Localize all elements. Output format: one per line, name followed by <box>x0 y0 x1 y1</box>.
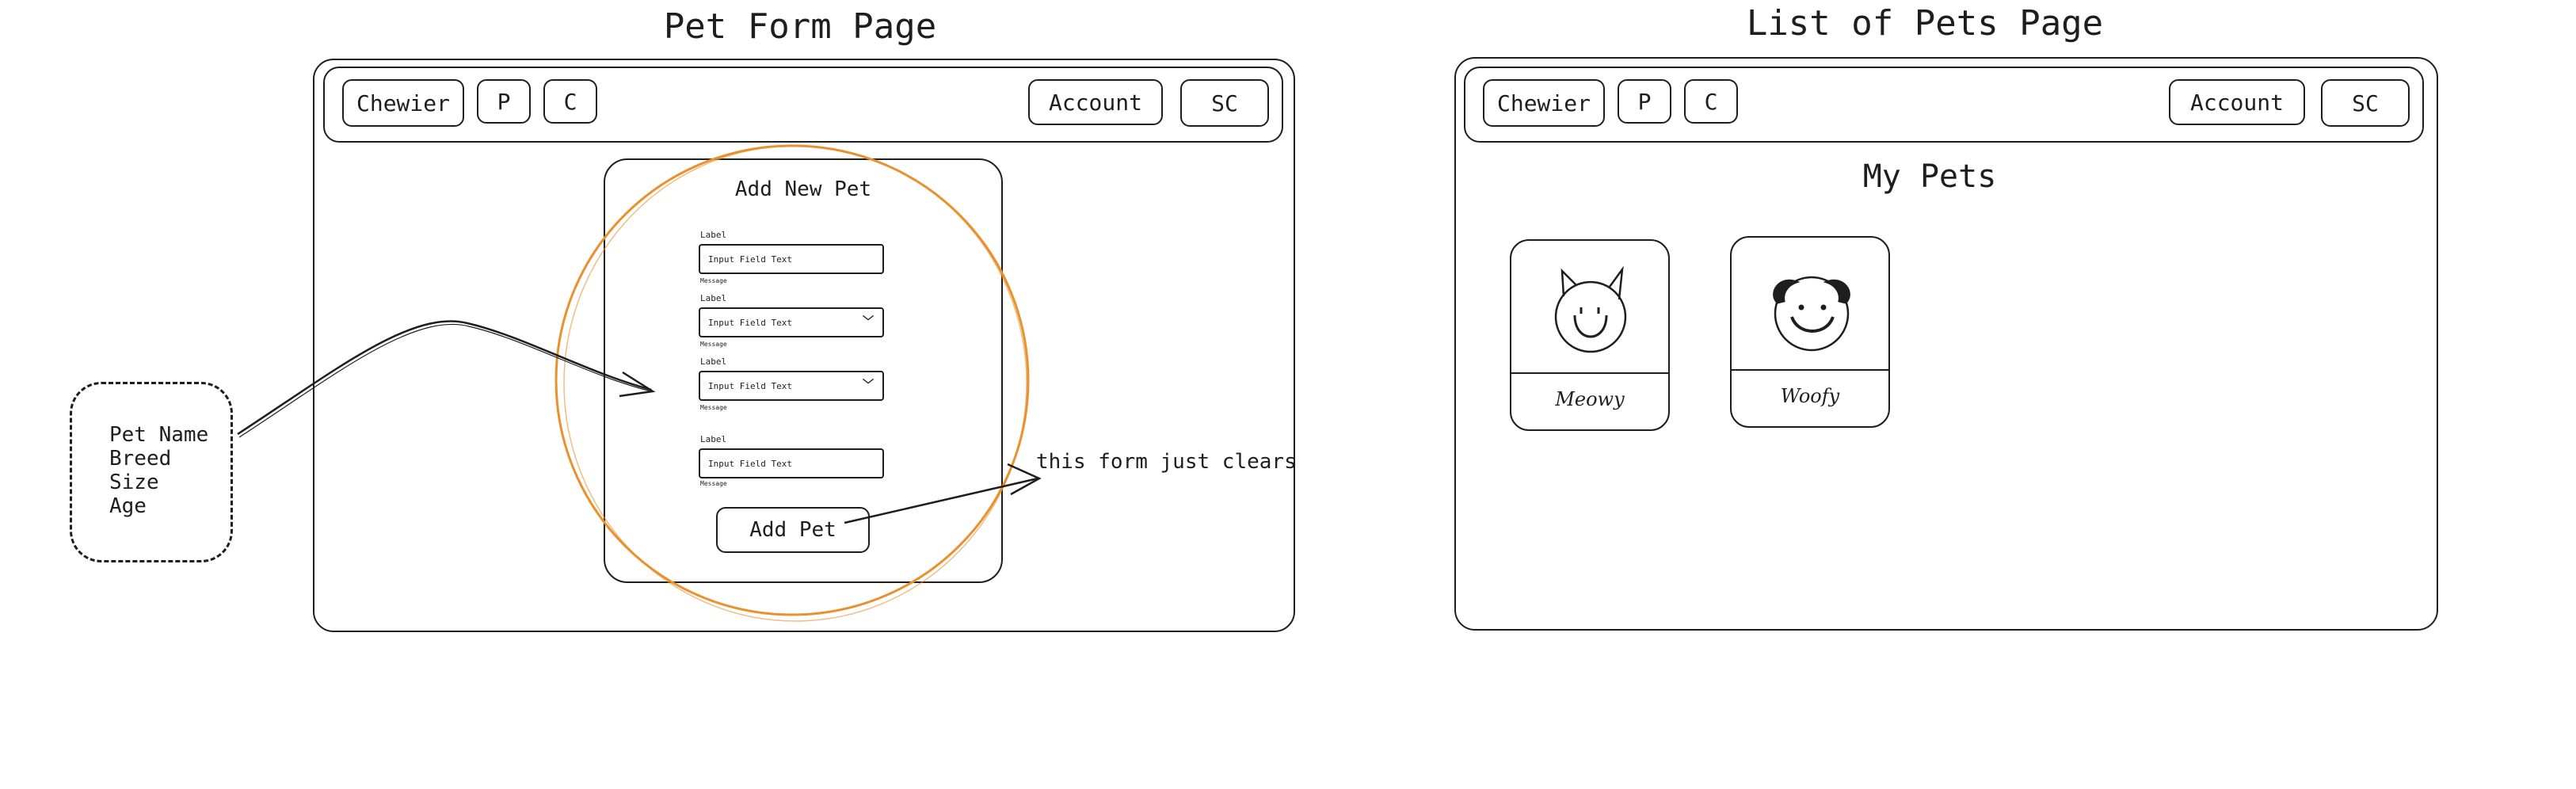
dog-face-icon <box>1773 276 1850 352</box>
pet-name: Woofy <box>1780 385 1840 407</box>
list-page-browser-frame <box>1454 57 2438 631</box>
pet-name: Meowy <box>1555 388 1625 410</box>
field-message: Message <box>700 277 727 284</box>
list-page-title: List of Pets Page <box>1746 3 2104 44</box>
breed-dropdown[interactable]: Input Field Text <box>699 307 884 337</box>
field-label: Label <box>700 293 727 303</box>
nav-c-button[interactable]: C <box>543 79 597 124</box>
list-page-navbar <box>1464 67 2424 143</box>
field-label: Label <box>700 356 727 367</box>
pet-name-input[interactable]: Input Field Text <box>699 244 884 274</box>
card-divider <box>1511 372 1668 374</box>
field-label: Label <box>700 230 727 240</box>
add-pet-form-heading: Add New Pet <box>734 177 872 201</box>
form-clears-note: this form just clears <box>1036 450 1297 474</box>
field-list-item: Age <box>109 494 147 518</box>
pet-card[interactable]: Meowy <box>1510 239 1670 431</box>
nav-brand-button[interactable]: Chewier <box>1483 79 1605 127</box>
cat-face-icon <box>1554 265 1627 353</box>
field-label: Label <box>700 434 727 444</box>
field-message: Message <box>700 341 727 348</box>
input-placeholder: Input Field Text <box>708 317 792 328</box>
nav-sc-button[interactable]: SC <box>1180 79 1269 127</box>
form-page-title: Pet Form Page <box>663 6 937 47</box>
input-placeholder: Input Field Text <box>708 380 792 391</box>
input-placeholder: Input Field Text <box>708 458 792 469</box>
nav-account-button[interactable]: Account <box>1028 79 1163 125</box>
field-message: Message <box>700 404 727 411</box>
pet-card[interactable]: Woofy <box>1730 236 1890 428</box>
field-list-item: Size <box>109 471 159 494</box>
nav-p-button[interactable]: P <box>1618 79 1671 124</box>
size-dropdown[interactable]: Input Field Text <box>699 371 884 401</box>
field-list-item: Pet Name <box>109 423 209 447</box>
nav-brand-button[interactable]: Chewier <box>342 79 464 127</box>
my-pets-heading: My Pets <box>1862 158 1997 195</box>
add-pet-button[interactable]: Add Pet <box>716 507 870 553</box>
input-placeholder: Input Field Text <box>708 253 792 265</box>
card-divider <box>1732 369 1888 371</box>
nav-p-button[interactable]: P <box>477 79 531 124</box>
pet-fields-note-box <box>70 382 233 562</box>
form-page-navbar <box>323 67 1283 143</box>
chevron-down-icon <box>862 314 875 321</box>
chevron-down-icon <box>862 378 875 384</box>
nav-account-button[interactable]: Account <box>2169 79 2305 125</box>
age-input[interactable]: Input Field Text <box>699 448 884 478</box>
nav-sc-button[interactable]: SC <box>2321 79 2410 127</box>
nav-c-button[interactable]: C <box>1684 79 1738 124</box>
pet-fields-list: Pet Name Breed Size Age <box>109 423 208 518</box>
field-list-item: Breed <box>109 447 172 471</box>
field-message: Message <box>700 480 727 487</box>
